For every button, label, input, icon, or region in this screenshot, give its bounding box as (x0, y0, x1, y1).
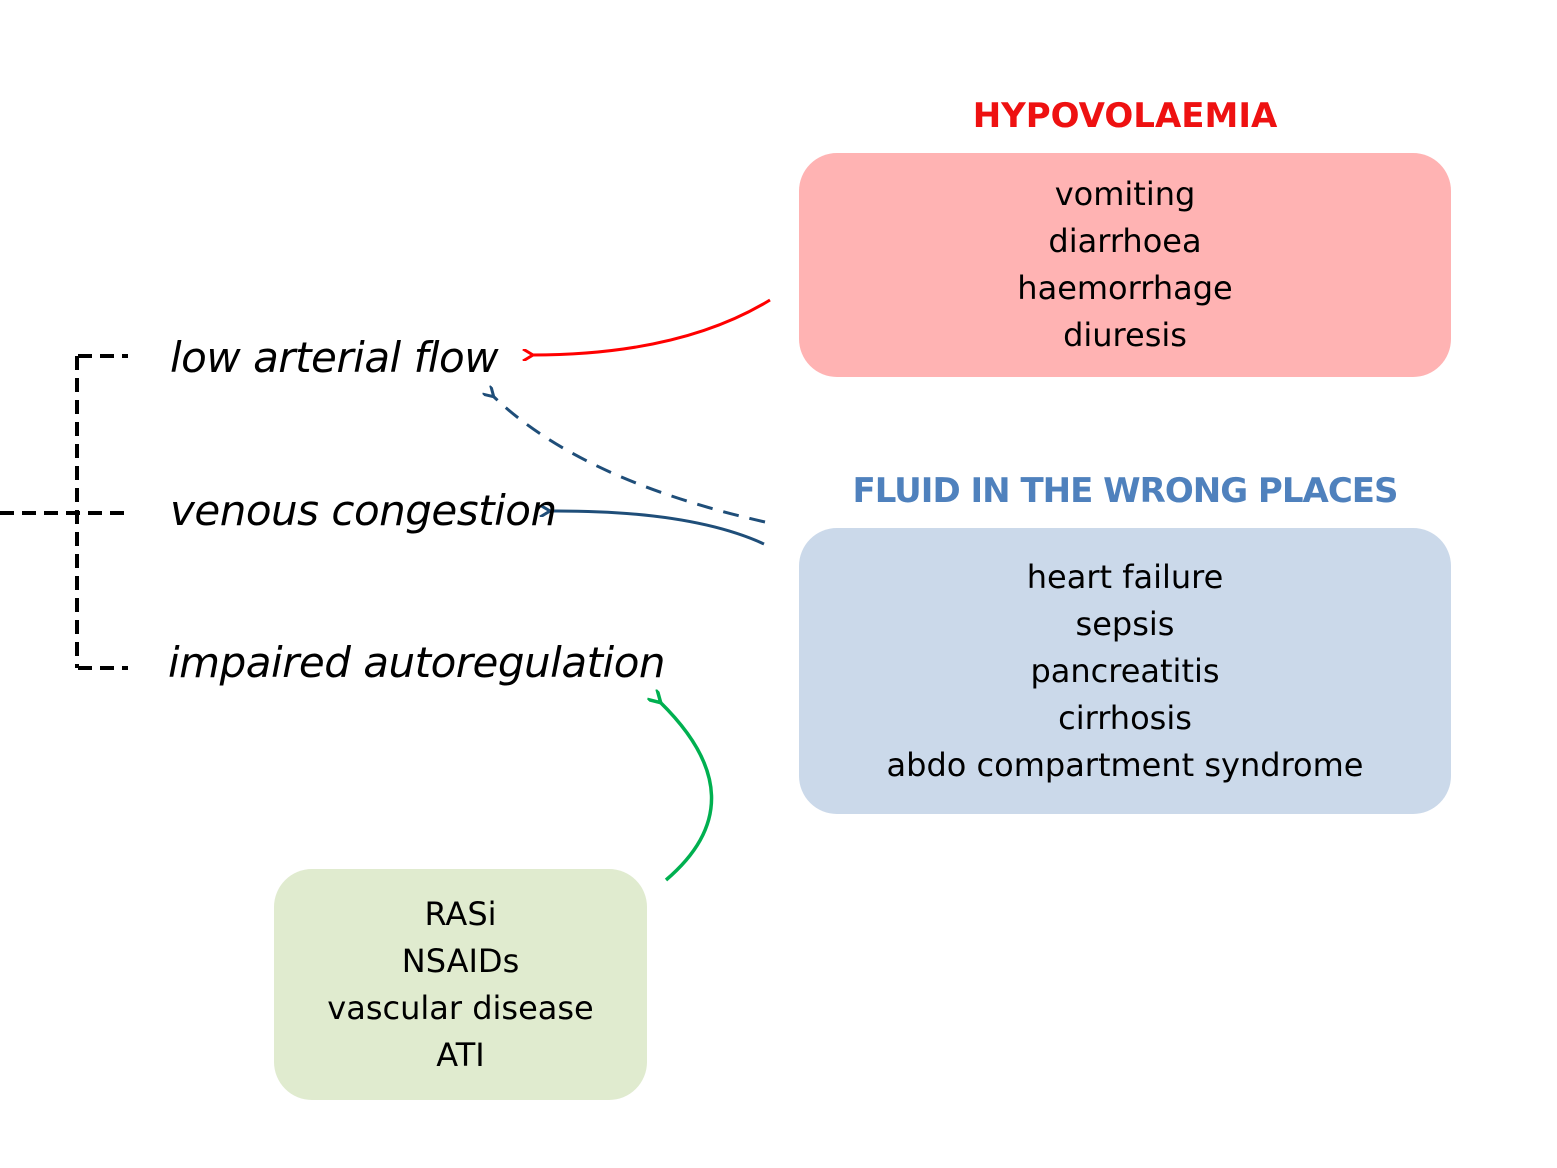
outcome-low-arterial-flow: low arterial flow (170, 333, 499, 382)
fluid-wrong-places-item: heart failure (1026, 557, 1224, 596)
arrow-hypovolaemia-to-low-arterial-flow (532, 298, 771, 355)
arrow-drugs-to-impaired-autoregulation (660, 702, 714, 882)
hypovolaemia-item: vomiting (1054, 175, 1196, 213)
autoregulation-cause-item: ATI (436, 1035, 485, 1074)
arrow-fluid-to-venous-congestion (549, 511, 765, 546)
fluid-wrong-places-heading: FLUID IN THE WRONG PLACES (852, 471, 1399, 511)
hypovolaemia-item: haemorrhage (1017, 269, 1233, 307)
dashed-bracket (0, 354, 128, 670)
autoregulation-cause-item: NSAIDs (401, 941, 520, 980)
autoregulation-cause-item: RASi (424, 894, 497, 933)
outcome-impaired-autoregulation: impaired autoregulation (168, 638, 666, 687)
fluid-wrong-places-item: abdo compartment syndrome (886, 745, 1364, 784)
hypovolaemia-heading: HYPOVOLAEMIA (972, 96, 1278, 136)
fluid-wrong-places-item: cirrhosis (1058, 698, 1192, 737)
autoregulation-cause-item: vascular disease (327, 988, 594, 1027)
fluid-wrong-places-item: pancreatitis (1030, 651, 1220, 690)
autoregulation-causes-box: RASi NSAIDs vascular disease ATI (274, 869, 647, 1100)
hypovolaemia-box: vomiting diarrhoea haemorrhage diuresis (799, 153, 1451, 377)
hypovolaemia-item: diuresis (1063, 316, 1187, 354)
arrow-fluid-to-low-arterial-flow-dashed (493, 396, 766, 524)
fluid-wrong-places-box: heart failure sepsis pancreatitis cirrho… (799, 528, 1451, 814)
outcome-venous-congestion: venous congestion (170, 486, 557, 535)
hypovolaemia-item: diarrhoea (1048, 222, 1202, 260)
fluid-wrong-places-item: sepsis (1075, 604, 1175, 643)
